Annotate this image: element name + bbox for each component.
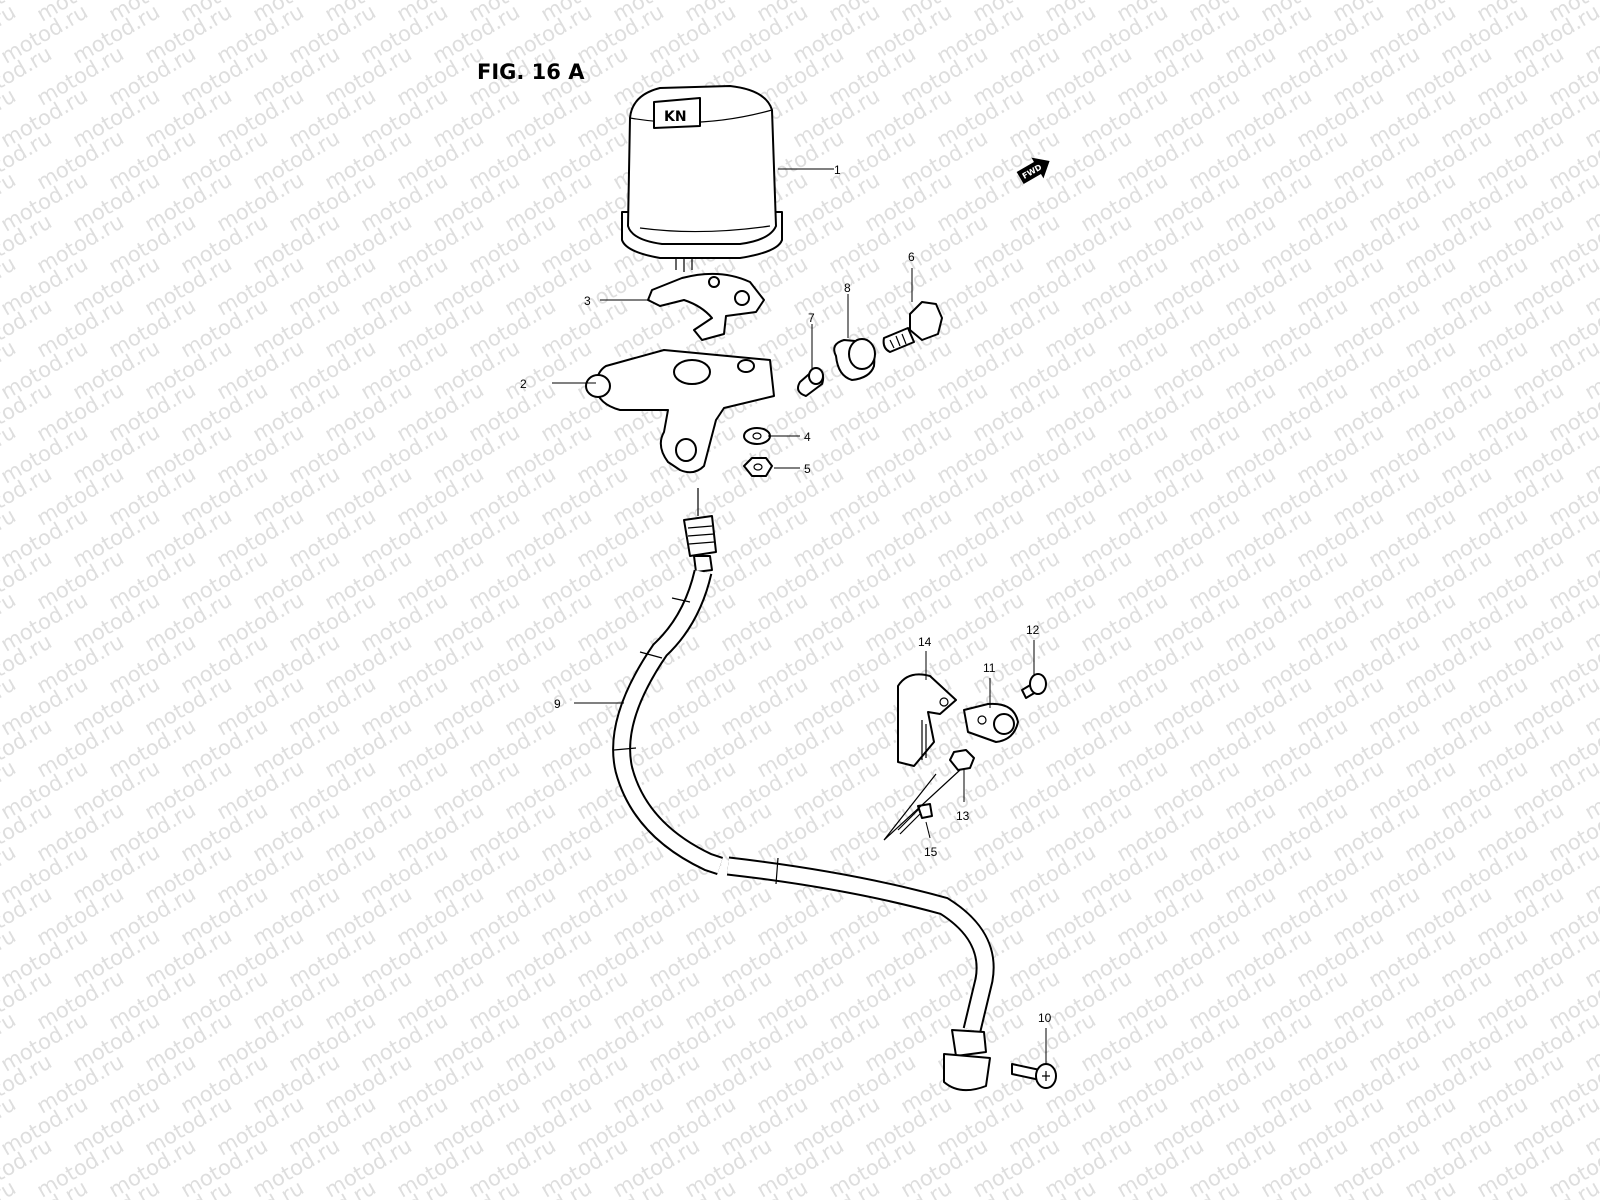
- callout-5: 5: [804, 462, 811, 476]
- callout-3: 3: [584, 294, 591, 308]
- callout-4: 4: [804, 430, 811, 444]
- part-12-screw: [1021, 673, 1047, 699]
- svg-text:KN: KN: [664, 109, 687, 125]
- callout-7: 7: [808, 311, 815, 325]
- callout-12: 12: [1026, 623, 1040, 637]
- callout-6: 6: [908, 250, 915, 264]
- part-1-meter-unit: KN: [621, 85, 783, 272]
- callout-10: 10: [1038, 1011, 1052, 1025]
- callout-14: 14: [918, 635, 932, 649]
- callout-1: 1: [834, 163, 841, 177]
- callout-9: 9: [554, 697, 561, 711]
- part-15-rivet: [883, 769, 961, 841]
- part-7-collar: [797, 367, 825, 397]
- part-2-bracket: [585, 349, 775, 474]
- fwd-arrow-icon: FWD: [1016, 157, 1050, 185]
- callout-11: 11: [983, 661, 996, 675]
- callout-labels: 1 2 3 4 5 6 7 8 9 10 11 12 13 14 15: [520, 163, 1052, 1025]
- part-3-plate: [647, 272, 765, 341]
- part-13-nut: [949, 749, 975, 771]
- leader-lines: [552, 168, 1047, 1064]
- part-9-speedometer-cable: [612, 488, 995, 1092]
- part-11-clamp: [963, 702, 1019, 743]
- part-10-screw: [1011, 1063, 1057, 1089]
- callout-15: 15: [924, 845, 938, 859]
- callout-13: 13: [956, 809, 970, 823]
- callout-8: 8: [844, 281, 851, 295]
- part-14-bracket: [897, 673, 957, 767]
- part-8-grommet: [833, 338, 876, 381]
- figure-title: FIG. 16 A: [477, 60, 585, 84]
- part-5-nut: [743, 457, 773, 477]
- part-4-washer: [743, 427, 771, 445]
- part-6-bolt: [882, 301, 943, 353]
- callout-2: 2: [520, 377, 527, 391]
